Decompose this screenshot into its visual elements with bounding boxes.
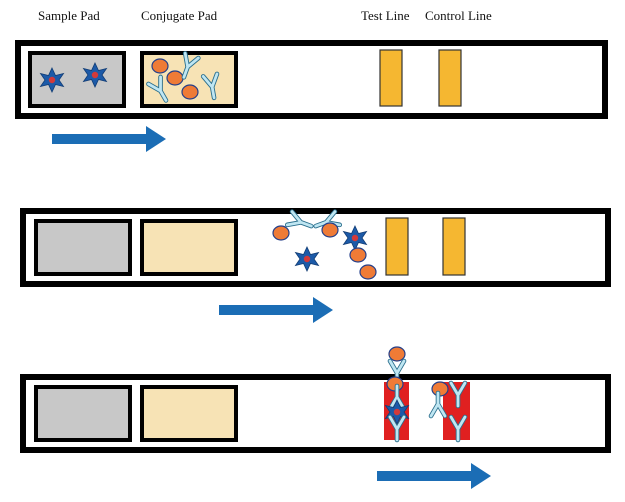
- gold-nanoparticle-icon: [166, 70, 184, 86]
- gold-nanoparticle-icon: [181, 84, 199, 100]
- strip-2-test-line: [385, 217, 409, 276]
- gold-nanoparticle-icon: [272, 225, 290, 241]
- gold-nanoparticle-icon: [359, 264, 377, 280]
- strip-1-test-line: [379, 49, 403, 107]
- test-line-label: Test Line: [361, 8, 410, 23]
- gold-nanoparticle-icon: [151, 58, 169, 74]
- sample-pad-label: Sample Pad: [38, 8, 100, 23]
- strip-2-sample-pad: [34, 219, 132, 276]
- conjugate-pad-label: Conjugate Pad: [141, 8, 218, 23]
- strip-2-control-line: [442, 217, 466, 276]
- strip-1: [15, 40, 608, 152]
- strip-2: [20, 208, 611, 323]
- control-line-label: Control Line: [425, 8, 492, 23]
- strip-2-conjugate-pad: [140, 219, 238, 276]
- gold-nanoparticle-icon: [321, 222, 339, 238]
- gold-nanoparticle-icon: [349, 247, 367, 263]
- flow-arrow-icon: [377, 463, 491, 489]
- flow-arrow-icon: [219, 297, 333, 323]
- gold-nanoparticle-icon: [388, 346, 406, 362]
- strip-3-sample-pad: [34, 385, 132, 442]
- strip-3: [20, 346, 611, 489]
- strip-1-sample-pad: [28, 51, 126, 108]
- flow-arrow-icon: [52, 126, 166, 152]
- strip-3-conjugate-pad: [140, 385, 238, 442]
- strip-1-control-line: [438, 49, 462, 107]
